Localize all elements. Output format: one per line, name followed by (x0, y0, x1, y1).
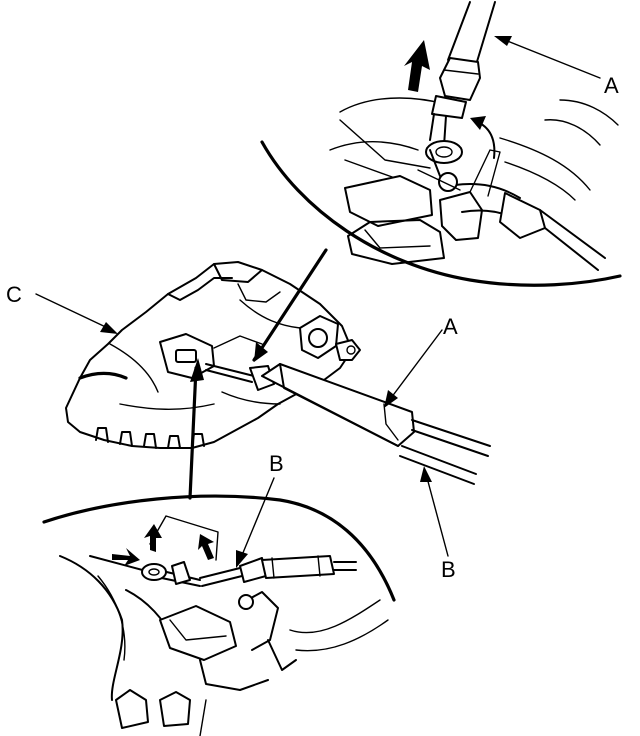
callout-b-right: B (441, 557, 456, 582)
top-detail-view (260, 1, 622, 287)
callout-c-left: C (6, 282, 22, 307)
detail-connectors (188, 248, 328, 500)
callout-a-mid: A (443, 314, 458, 339)
bottom-detail-view (42, 477, 396, 736)
callout-b-low: B (269, 451, 284, 476)
callout-a-top: A (604, 73, 619, 98)
main-assembly (35, 261, 491, 557)
